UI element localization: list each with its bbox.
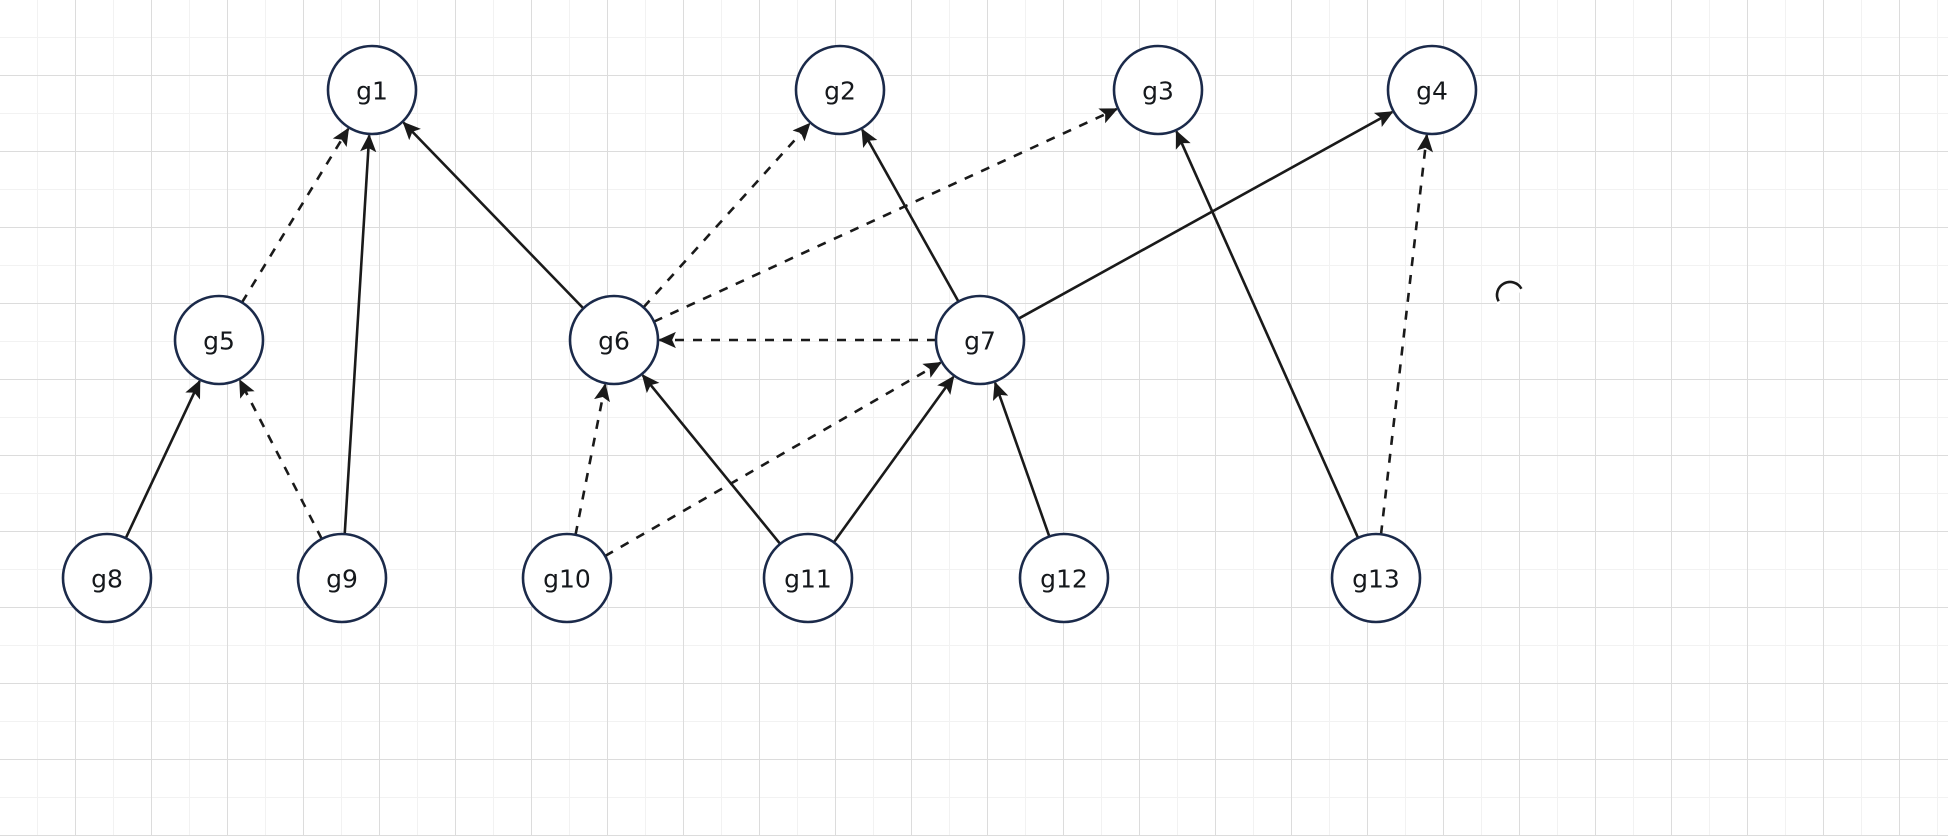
line-jumps-group — [1494, 279, 1525, 305]
edge-g9-to-g1[interactable] — [343, 133, 377, 535]
node-g6[interactable]: g6 — [568, 294, 660, 386]
edge-g11-to-g6[interactable] — [641, 374, 782, 545]
node-g12[interactable]: g12 — [1018, 532, 1110, 624]
line-jump-arc-0 — [1495, 280, 1523, 302]
node-circle-g3[interactable] — [1112, 44, 1204, 136]
edge-g5-to-g1[interactable] — [240, 127, 350, 304]
node-circle-g13[interactable] — [1330, 532, 1422, 624]
node-circle-g11[interactable] — [762, 532, 854, 624]
edge-g10-to-g6[interactable] — [574, 383, 610, 536]
edges-group — [124, 107, 1434, 558]
edge-g12-to-g7[interactable] — [992, 381, 1051, 537]
node-g5[interactable]: g5 — [173, 294, 265, 386]
node-circle-g8[interactable] — [61, 532, 153, 624]
edge-g6-to-g1[interactable] — [402, 121, 585, 310]
node-g1[interactable]: g1 — [326, 44, 418, 136]
edge-g7-to-g2[interactable] — [861, 128, 960, 303]
node-circle-g6[interactable] — [568, 294, 660, 386]
node-g8[interactable]: g8 — [61, 532, 153, 624]
edge-g8-to-g5[interactable] — [124, 379, 201, 539]
node-circle-g4[interactable] — [1386, 44, 1478, 136]
edge-g6-to-g3[interactable] — [653, 107, 1119, 323]
node-circle-g7[interactable] — [934, 294, 1026, 386]
node-circle-g10[interactable] — [521, 532, 613, 624]
edge-g11-to-g7[interactable] — [832, 375, 955, 544]
node-g7[interactable]: g7 — [934, 294, 1026, 386]
edge-g7-to-g4[interactable] — [1017, 110, 1394, 320]
node-circle-g12[interactable] — [1018, 532, 1110, 624]
node-g4[interactable]: g4 — [1386, 44, 1478, 136]
node-g11[interactable]: g11 — [762, 532, 854, 624]
edge-g13-to-g4[interactable] — [1379, 133, 1434, 535]
node-g10[interactable]: g10 — [521, 532, 613, 624]
node-g3[interactable]: g3 — [1112, 44, 1204, 136]
node-circle-g5[interactable] — [173, 294, 265, 386]
node-circle-g2[interactable] — [794, 44, 886, 136]
node-g9[interactable]: g9 — [296, 532, 388, 624]
node-g13[interactable]: g13 — [1330, 532, 1422, 624]
node-circle-g9[interactable] — [296, 532, 388, 624]
node-g2[interactable]: g2 — [794, 44, 886, 136]
edge-g9-to-g5[interactable] — [238, 379, 323, 540]
nodes-group: g1 g2 g3 g4 g5 g6 g7 g8 g9 g10 g11 g12 g13 — [61, 44, 1478, 624]
edge-g6-to-g2[interactable] — [642, 122, 811, 309]
node-circle-g1[interactable] — [326, 44, 418, 136]
edge-g13-to-g3[interactable] — [1175, 130, 1360, 539]
